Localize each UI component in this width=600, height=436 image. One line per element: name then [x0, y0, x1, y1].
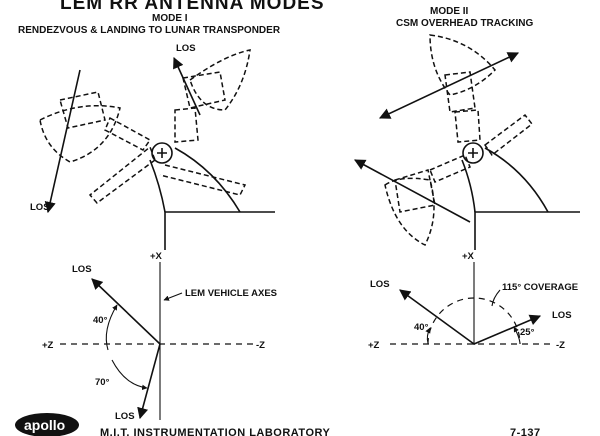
axes2-angle-arc-right [513, 326, 521, 344]
mode1-antenna-drawing [39, 49, 275, 250]
axes1-angle-upper: 40° [93, 315, 108, 326]
axes2-plus-x: +X [462, 251, 475, 262]
axes1-angle-arc-upper [105, 304, 118, 351]
axes2-coverage-leader [491, 289, 501, 307]
mode2-right-arm [483, 113, 534, 157]
mode1-lower-arm [88, 145, 156, 205]
axes1-minus-z: -Z [256, 340, 265, 351]
axes2-plus-z: +Z [368, 340, 380, 351]
axes1-vehicle-axes: LEM VEHICLE AXES [185, 288, 277, 299]
axes1-los-lower-label: LOS [115, 411, 135, 422]
mode2-mount-base [474, 211, 580, 250]
figure-number: 7-137 [510, 427, 541, 436]
axes2-coverage-arc [427, 297, 521, 345]
mode2-lower-dish [384, 177, 435, 247]
mode2-mount-arm [461, 147, 549, 213]
axes2-los-left-label: LOS [370, 279, 390, 290]
mode2-subtitle: CSM OVERHEAD TRACKING [396, 18, 533, 29]
apollo-logo: apollo [24, 417, 65, 433]
mode1-right-arm [159, 164, 247, 196]
axes1-los-lower-arrow [137, 343, 161, 420]
mode2-los-lower-arrow [354, 159, 471, 223]
mode1-name: MODE I [152, 13, 188, 24]
mode1-left-arm [104, 116, 152, 151]
axes2-los-left-arrow [399, 289, 475, 345]
mode1-mount-base [164, 211, 275, 250]
mode2-pivot-cross [468, 148, 478, 158]
mode2-pivot [462, 142, 484, 164]
axes1-plus-x: +X [150, 251, 163, 262]
mode2-name: MODE II [430, 6, 469, 17]
axes2-angle-right: 25° [520, 327, 535, 338]
mode1-los-upper-arrow [173, 56, 201, 116]
mode2-los-upper-arrow [378, 52, 520, 119]
axes2-minus-z: -Z [556, 340, 565, 351]
mode1-subtitle: RENDEZVOUS & LANDING TO LUNAR TRANSPONDE… [18, 25, 281, 36]
axes1-los-upper-label: LOS [72, 264, 92, 275]
axes1-angle-lower: 70° [95, 377, 110, 388]
mode2-lower-arm [429, 154, 471, 183]
axes2-los-right-arrow [473, 314, 542, 345]
mode1-right-dish [189, 49, 251, 111]
mode1-pivot-cross [157, 148, 167, 158]
axes2-los-right-label: LOS [552, 310, 572, 321]
mode1-los-lower-label: LOS [30, 202, 50, 213]
lab-name: M.I.T. INSTRUMENTATION LABORATORY [100, 427, 331, 436]
axes1-diagram [60, 262, 255, 420]
mode1-right-housing [182, 71, 226, 109]
mode2-upper-dish [429, 34, 497, 96]
axes1-los-upper-arrow [91, 278, 161, 345]
axes2-angle-left: 40° [414, 322, 429, 333]
axes2-angle-arc-left [425, 327, 431, 344]
axes2-coverage-label: 115° COVERAGE [502, 282, 578, 293]
mode1-los-upper-label: LOS [176, 43, 196, 54]
axes1-vehicle-axes-leader [163, 292, 183, 301]
axes2-diagram [390, 262, 555, 345]
mode1-left-dish [39, 104, 121, 163]
mode1-mount-arm [149, 147, 241, 213]
axes1-plus-z: +Z [42, 340, 54, 351]
apollo-logo-badge [15, 413, 79, 436]
mode1-left-housing [59, 91, 106, 129]
mode2-antenna-drawing [354, 34, 580, 250]
mode2-lower-housing [394, 169, 436, 213]
mode1-pivot [151, 142, 173, 164]
mode1-los-lower-arrow [44, 69, 81, 214]
mode1-right-arm [174, 107, 199, 143]
mode2-upper-arm [454, 109, 481, 143]
mode2-upper-housing [444, 71, 476, 113]
page-title: LEM RR ANTENNA MODES [60, 0, 325, 14]
axes1-angle-arc-lower [111, 359, 148, 391]
